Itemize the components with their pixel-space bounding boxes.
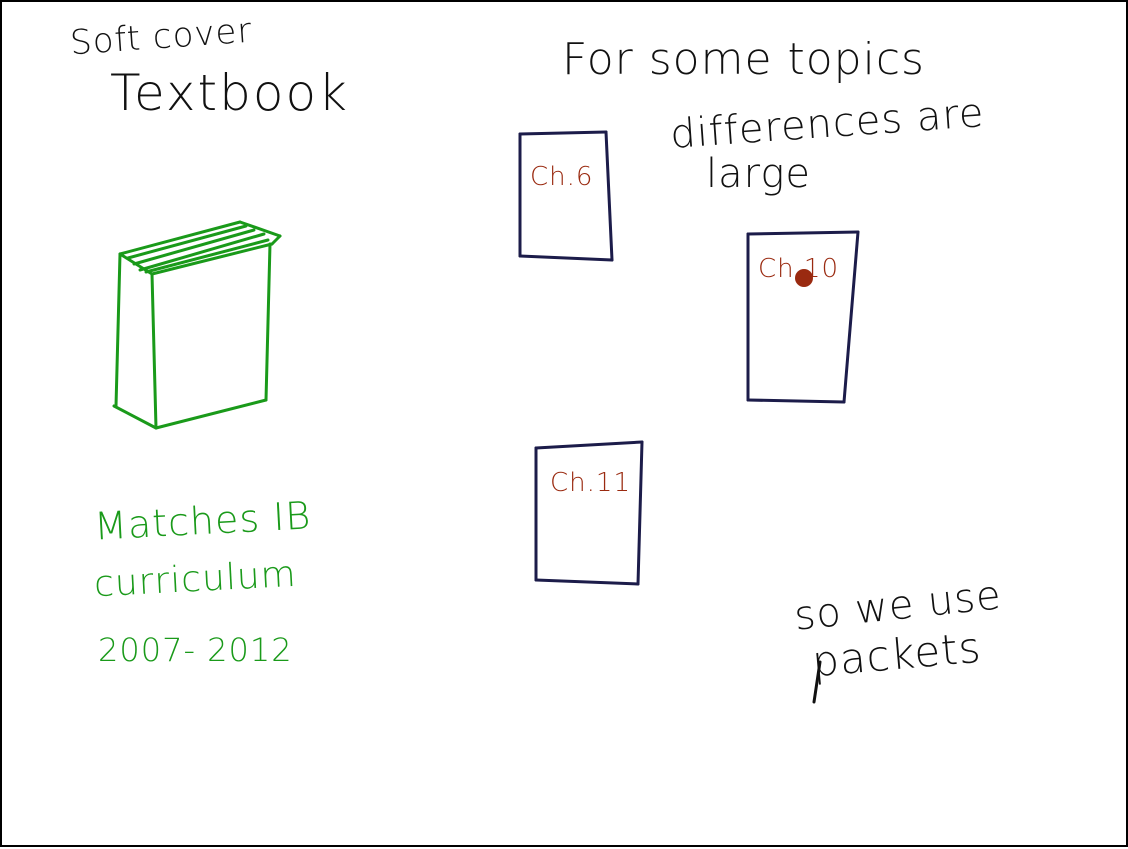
chapter-label-ch11: Ch.11 xyxy=(550,468,631,498)
chapter-label-ch6: Ch.6 xyxy=(530,162,594,192)
ink-stroke xyxy=(812,660,822,704)
note-for-some-topics: For some topics xyxy=(562,34,925,85)
chapter-packet-icon xyxy=(534,440,644,586)
chapter-packet-icon xyxy=(746,230,860,404)
note-years: 2007- 2012 xyxy=(98,631,293,669)
chapter-packet-icon xyxy=(518,130,614,262)
chapter-label-ch10: Ch.10 xyxy=(758,254,839,284)
dot-marker xyxy=(795,269,813,287)
note-large: large xyxy=(706,151,811,197)
book-icon xyxy=(112,220,282,430)
note-textbook: Textbook xyxy=(110,64,349,122)
note-matches-ib: Matches IB xyxy=(92,493,313,549)
